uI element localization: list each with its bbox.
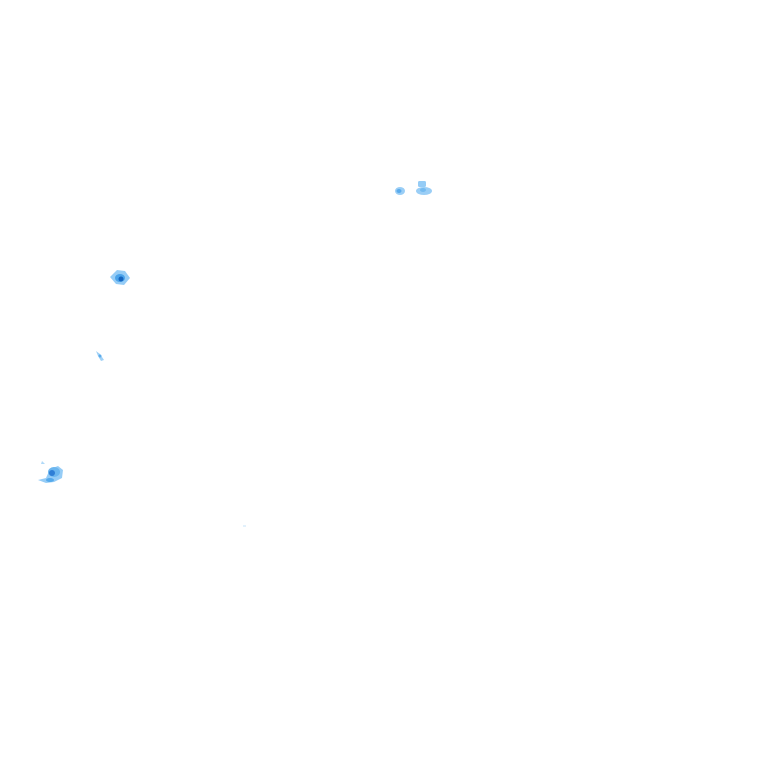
- precipitation-blob: [414, 180, 434, 198]
- precipitation-blob: [108, 267, 132, 289]
- precipitation-blob: [241, 523, 249, 529]
- precipitation-blob: [393, 184, 407, 196]
- precipitation-blob: [94, 349, 106, 363]
- precipitation-blob: [34, 458, 68, 488]
